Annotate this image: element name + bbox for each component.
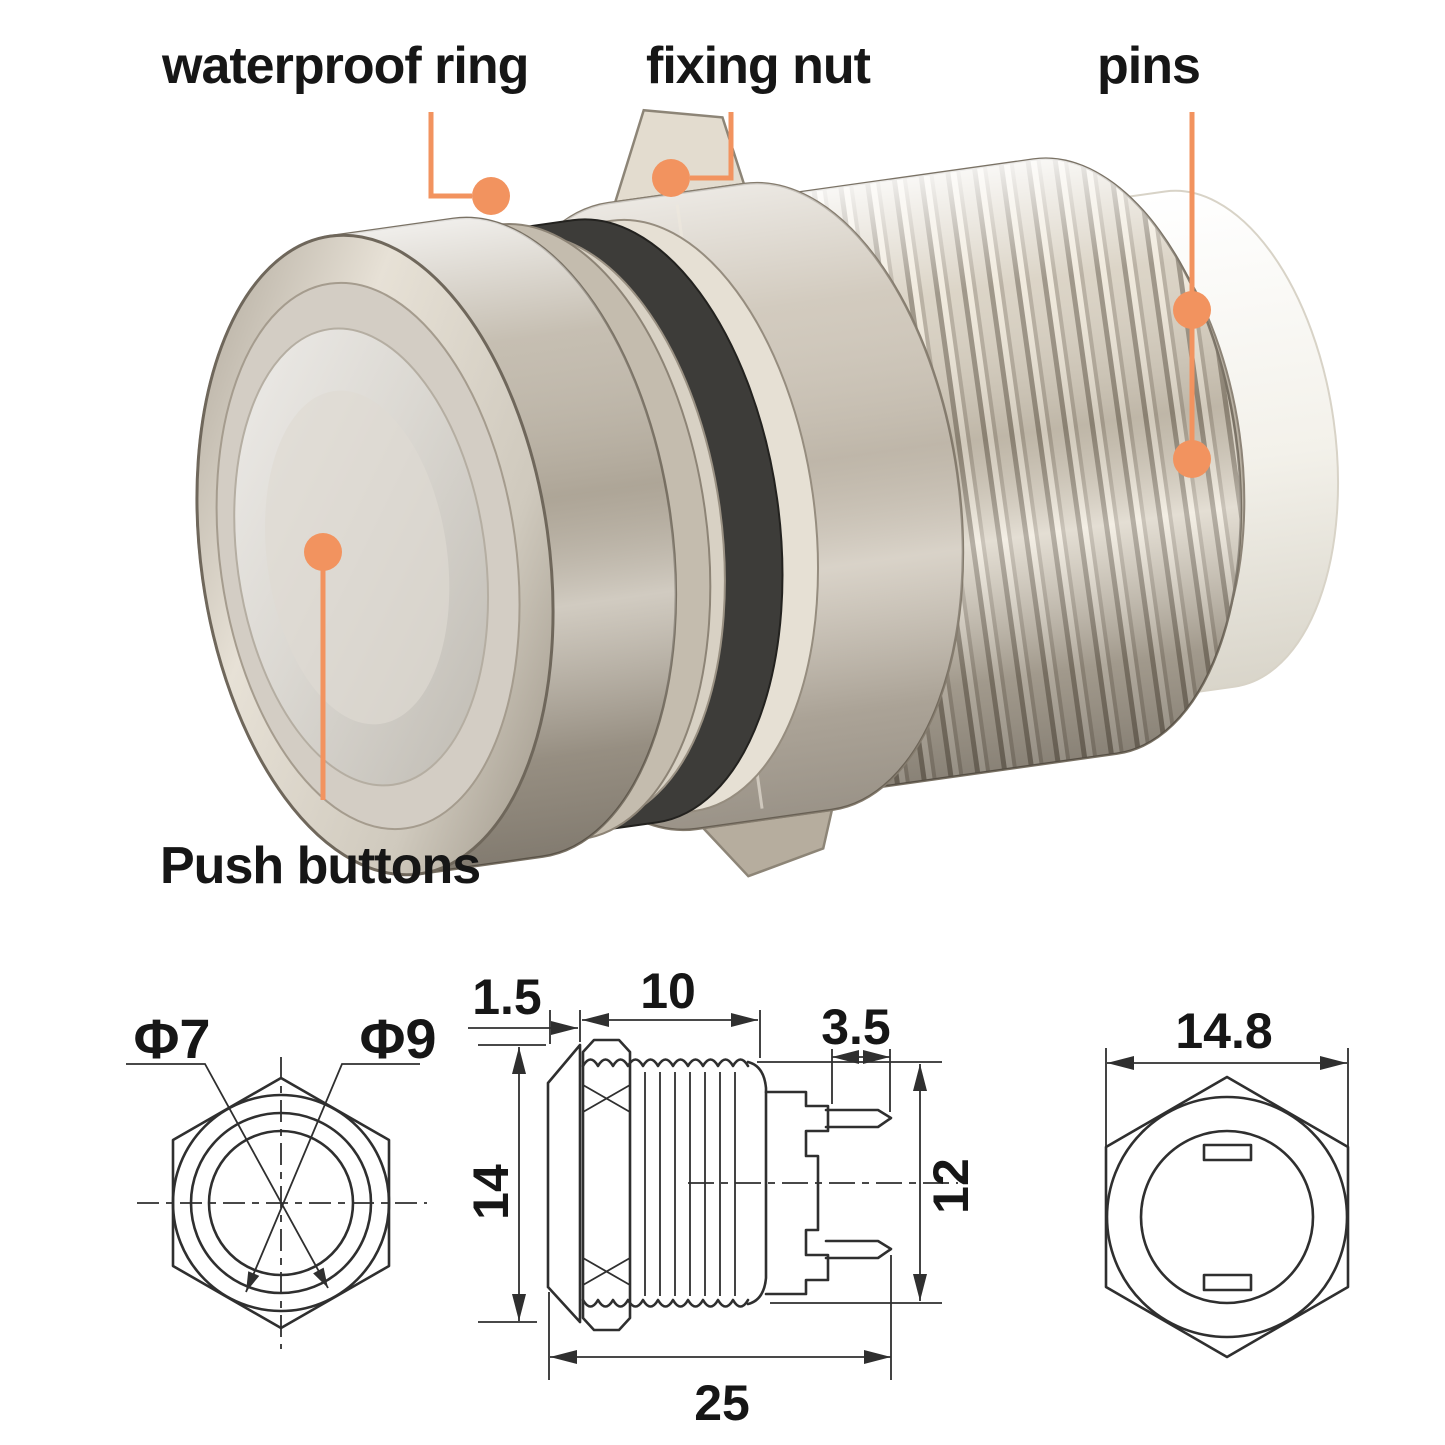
dim-pin-length-ext	[831, 1049, 891, 1112]
dim-head-diameter: 14	[463, 1164, 519, 1220]
side-head-outline	[546, 1043, 582, 1324]
dim-across-flats: 14.8	[1175, 1003, 1272, 1059]
phi9-leader	[245, 1063, 420, 1293]
fixing-nut-leader	[690, 112, 734, 181]
side-thread-flanks	[644, 1072, 736, 1296]
side-bottom-pin	[824, 1239, 893, 1260]
push-buttons-dot	[304, 533, 342, 571]
rear-hexagon	[1104, 1075, 1350, 1359]
fixing-nut-dot	[652, 159, 690, 197]
side-view-drawing: 1.5 10 3.5 14 12 25	[463, 963, 979, 1431]
rear-pin-slot-top	[1202, 1143, 1253, 1162]
pins-dot-top	[1173, 291, 1211, 329]
rear-circle-inner	[1139, 1129, 1315, 1305]
side-thread-crest-bottom	[581, 1298, 750, 1308]
fixing-nut-label: fixing nut	[646, 37, 871, 95]
side-nut-outline	[581, 1038, 632, 1332]
dim-body-diameter: 12	[923, 1158, 979, 1214]
phi7-leader	[126, 1063, 329, 1289]
dim-head-diameter-ext	[478, 1044, 546, 1323]
pins-label: pins	[1097, 37, 1201, 95]
side-body-shoulder	[746, 1060, 768, 1306]
dim-total-length-ext	[548, 1255, 892, 1380]
rear-circle-outer	[1105, 1095, 1349, 1339]
pins-dot-bottom	[1173, 440, 1211, 478]
product-photo	[195, 108, 1340, 878]
dim-body-diameter-ext	[757, 1061, 942, 1304]
dim-phi9: Φ9	[359, 1007, 436, 1070]
waterproof-ring-leader	[428, 112, 472, 199]
side-top-pin	[824, 1108, 893, 1129]
front-view-drawing: Φ7 Φ9	[126, 1007, 437, 1349]
dim-lip: 1.5	[472, 969, 542, 1025]
dim-pin-length: 3.5	[821, 999, 891, 1055]
button-head	[195, 216, 678, 877]
dim-across-flats-ext	[1105, 1048, 1349, 1152]
dim-lip-ext	[549, 1010, 581, 1044]
dim-phi7: Φ7	[133, 1007, 210, 1070]
push-buttons-label: Push buttons	[160, 837, 481, 895]
side-nut-facet-marks	[582, 1084, 631, 1286]
waterproof-ring-label: waterproof ring	[162, 37, 529, 95]
dim-total-length: 25	[694, 1375, 750, 1431]
dim-thread-length: 10	[640, 963, 696, 1019]
rear-pin-slot-bottom	[1202, 1273, 1253, 1292]
callout-leaders	[304, 112, 1211, 800]
side-base-outline	[764, 1090, 830, 1296]
waterproof-ring-dot	[472, 177, 510, 215]
rear-view-drawing: 14.8	[1104, 1003, 1350, 1359]
side-thread-crest-top	[581, 1058, 750, 1068]
